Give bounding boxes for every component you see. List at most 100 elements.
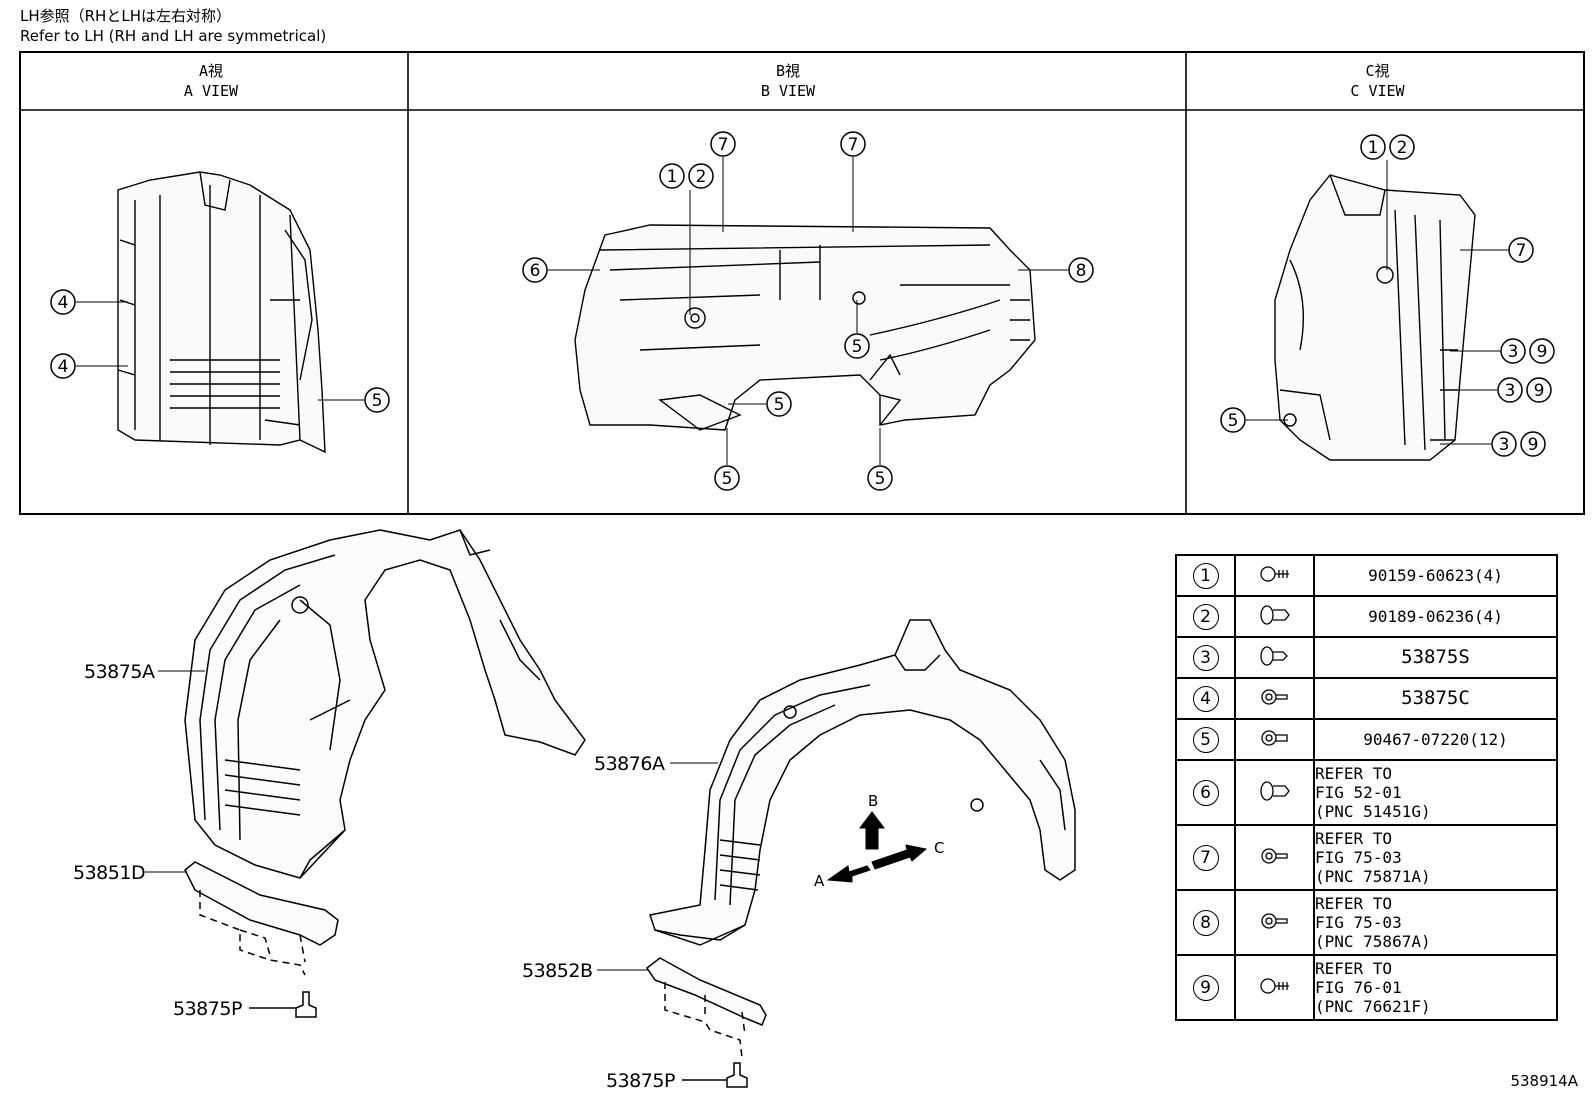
legend-ref-line: REFER TO bbox=[1315, 894, 1393, 913]
callout-b-5-bottom-left: 5 bbox=[714, 428, 740, 491]
svg-text:5: 5 bbox=[875, 469, 886, 489]
callout-b-5-lower-right: 5 bbox=[728, 391, 792, 417]
view-b-heading: B視 B VIEW bbox=[406, 61, 1170, 101]
svg-text:3: 3 bbox=[1505, 381, 1516, 401]
screw-grommet-icon bbox=[1259, 977, 1289, 994]
clip-icon bbox=[1260, 688, 1288, 705]
svg-text:9: 9 bbox=[1534, 381, 1545, 401]
arrow-label-a: A bbox=[814, 872, 825, 890]
callout-a-4-bottom: 4 bbox=[50, 353, 128, 379]
arrow-label-c: C bbox=[934, 839, 944, 857]
legend-number: 8 bbox=[1192, 909, 1219, 936]
part-leader-lines bbox=[145, 670, 718, 971]
legend-row: 1 90159-60623(4) bbox=[1175, 554, 1558, 597]
svg-text:1: 1 bbox=[1368, 138, 1379, 158]
legend-part-number: 90159-60623(4) bbox=[1313, 554, 1558, 597]
arrow-label-b: B bbox=[868, 792, 878, 810]
legend-ref-line: (PNC 75871A) bbox=[1315, 867, 1431, 886]
legend-ref-line: REFER TO bbox=[1315, 959, 1393, 978]
callout-b-8: 8 bbox=[1018, 257, 1094, 283]
legend-number: 7 bbox=[1192, 844, 1219, 871]
svg-text:7: 7 bbox=[1516, 241, 1527, 261]
figure-id: 538914A bbox=[1510, 1072, 1578, 1090]
arrow-b-icon bbox=[859, 811, 885, 850]
legend-part-number: 90189-06236(4) bbox=[1313, 595, 1558, 638]
svg-text:5: 5 bbox=[774, 395, 785, 415]
view-a-liner-drawing bbox=[117, 171, 326, 454]
svg-text:3: 3 bbox=[1508, 342, 1519, 362]
clip-53875P-left-drawing bbox=[249, 991, 317, 1018]
view-b-title-en: B VIEW bbox=[760, 82, 816, 100]
views-panel: A視 A VIEW B視 B VIEW C視 C VIEW bbox=[19, 51, 1585, 515]
legend-row: 2 90189-06236(4) bbox=[1175, 595, 1558, 638]
fender-liner-53876A-drawing bbox=[649, 619, 1076, 946]
legend-row: 8 REFER TO FIG 75-03 (PNC 75867A) bbox=[1175, 889, 1558, 956]
legend-reference: REFER TO FIG 75-03 (PNC 75871A) bbox=[1313, 824, 1558, 891]
legend-number: 2 bbox=[1192, 603, 1219, 630]
callout-b-7-left: 7 bbox=[710, 131, 736, 232]
svg-text:5: 5 bbox=[852, 337, 863, 357]
svg-text:9: 9 bbox=[1528, 435, 1539, 455]
svg-text:5: 5 bbox=[1228, 411, 1239, 431]
legend-ref-line: REFER TO bbox=[1315, 764, 1393, 783]
callout-b-1-2: 1 2 bbox=[659, 163, 714, 315]
legend-reference: REFER TO FIG 76-01 (PNC 76621F) bbox=[1313, 954, 1558, 1021]
legend-row: 6 REFER TO FIG 52-01 (PNC 51451G) bbox=[1175, 759, 1558, 826]
view-b-liner-drawing bbox=[574, 224, 1036, 431]
legend-number: 5 bbox=[1192, 726, 1219, 753]
callout-a-4-top: 4 bbox=[50, 289, 128, 315]
clip-icon bbox=[1260, 729, 1288, 746]
svg-text:9: 9 bbox=[1537, 342, 1548, 362]
clip-53875P-right-drawing bbox=[682, 1062, 748, 1088]
view-a-title-en: A VIEW bbox=[183, 82, 239, 100]
view-a-heading: A視 A VIEW bbox=[21, 61, 401, 101]
svg-text:2: 2 bbox=[1397, 138, 1408, 158]
svg-text:6: 6 bbox=[530, 261, 541, 281]
callout-c-3-9-middle: 3 9 bbox=[1445, 377, 1552, 403]
part-label-53852B: 53852B bbox=[522, 960, 592, 982]
legend-row: 3 53875S bbox=[1175, 636, 1558, 679]
fastener-legend-table: 1 90159-60623(4) 2 90189-06236(4) 3 5387… bbox=[1175, 554, 1558, 1021]
callout-c-3-9-top: 3 9 bbox=[1450, 338, 1555, 364]
push-clip-icon bbox=[1259, 645, 1288, 666]
arrow-c-icon bbox=[871, 844, 928, 870]
part-label-53851D: 53851D bbox=[73, 862, 145, 884]
push-clip-icon bbox=[1259, 604, 1290, 625]
clip-icon bbox=[1260, 912, 1288, 929]
part-label-53875P-left: 53875P bbox=[173, 998, 242, 1020]
legend-part-number: 53875S bbox=[1313, 636, 1558, 679]
legend-ref-line: FIG 75-03 bbox=[1315, 848, 1402, 867]
screw-grommet-icon bbox=[1259, 565, 1289, 582]
legend-ref-line: FIG 52-01 bbox=[1315, 783, 1402, 802]
fender-liner-53875A-drawing bbox=[184, 529, 586, 879]
view-a-title-jp: A視 bbox=[198, 62, 224, 80]
svg-text:5: 5 bbox=[722, 469, 733, 489]
callout-b-5-center: 5 bbox=[844, 300, 870, 359]
svg-text:5: 5 bbox=[372, 391, 383, 411]
direction-arrows bbox=[826, 811, 928, 883]
legend-ref-line: (PNC 75867A) bbox=[1315, 932, 1431, 951]
legend-row: 5 90467-07220(12) bbox=[1175, 718, 1558, 761]
push-clip-icon bbox=[1259, 780, 1290, 801]
part-label-53876A: 53876A bbox=[594, 753, 665, 775]
legend-ref-line: REFER TO bbox=[1315, 829, 1393, 848]
svg-text:3: 3 bbox=[1499, 435, 1510, 455]
bracket-53851D-drawing bbox=[184, 861, 339, 976]
svg-text:4: 4 bbox=[58, 293, 69, 313]
svg-text:8: 8 bbox=[1076, 261, 1087, 281]
clip-icon bbox=[1260, 847, 1288, 864]
view-c-title-en: C VIEW bbox=[1350, 82, 1405, 100]
bracket-53852B-drawing bbox=[645, 957, 767, 1059]
legend-part-number: 90467-07220(12) bbox=[1313, 718, 1558, 761]
part-label-53875A: 53875A bbox=[84, 661, 155, 683]
svg-text:4: 4 bbox=[58, 357, 69, 377]
legend-number: 9 bbox=[1192, 974, 1219, 1001]
legend-ref-line: (PNC 51451G) bbox=[1315, 802, 1431, 821]
legend-number: 4 bbox=[1192, 685, 1219, 712]
callout-c-5: 5 bbox=[1220, 407, 1288, 433]
legend-row: 4 53875C bbox=[1175, 677, 1558, 720]
legend-ref-line: (PNC 76621F) bbox=[1315, 997, 1431, 1016]
callout-c-7: 7 bbox=[1460, 237, 1534, 263]
svg-text:7: 7 bbox=[848, 135, 859, 155]
legend-number: 1 bbox=[1192, 562, 1219, 589]
